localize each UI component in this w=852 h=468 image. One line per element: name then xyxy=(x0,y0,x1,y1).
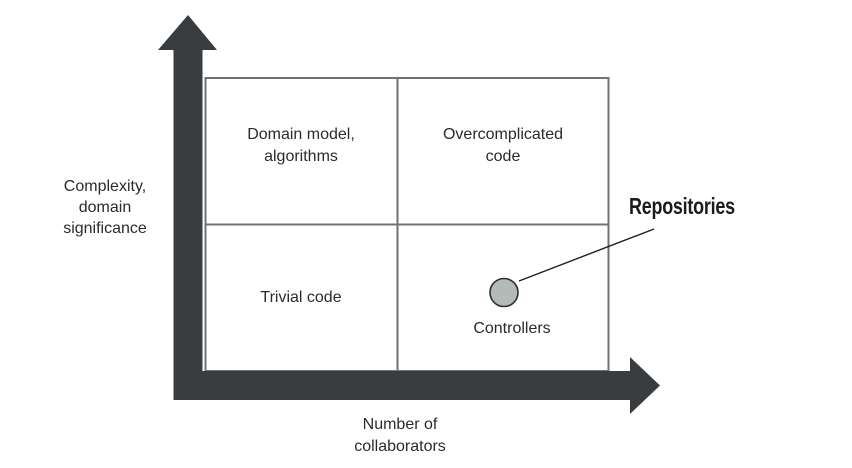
y-axis-arrow xyxy=(158,15,217,400)
y-axis-label: Complexity, domain significance xyxy=(63,178,147,237)
quadrant-label-top-right: Overcomplicated code xyxy=(442,126,564,165)
marker-dot xyxy=(489,277,519,308)
quadrant-label-bottom-left: Trivial code xyxy=(260,289,342,306)
quadrant-label-bottom-right: Controllers xyxy=(473,320,551,337)
quadrant-label-top-left: Domain model, algorithms xyxy=(247,126,355,165)
annotation-label: Repositories xyxy=(629,193,735,219)
x-axis-arrow xyxy=(202,357,660,414)
annotation-leader-line xyxy=(518,228,655,282)
x-axis-label: Number of collaborators xyxy=(354,416,446,455)
